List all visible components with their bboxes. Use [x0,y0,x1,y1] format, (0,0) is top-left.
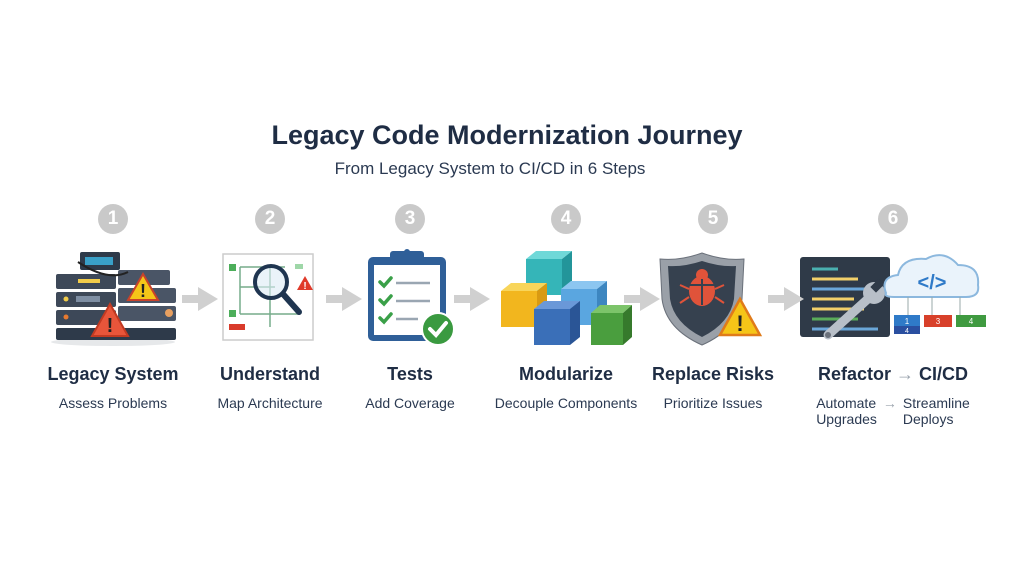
cubes-icon [476,244,656,354]
step-label: Replace Risks [651,364,775,384]
step-number: 1 [98,204,128,234]
arrow-right-icon [326,287,362,311]
step-sublabel: Prioritize Issues [663,395,763,411]
step-label: Tests [387,364,433,384]
arrow-right-icon [454,287,490,311]
svg-text:</>: </> [918,272,947,294]
clipboard-checklist-icon [320,244,500,354]
sublabel-upgrades: Upgrades [816,411,877,427]
arrow-icon: → [882,395,897,411]
step-replace-risks: 5 ! Replace Risks Prioritize Issues [623,204,803,411]
step-sublabel: Map Architecture [217,395,323,411]
step-label: Refactor → CI/CD [783,364,1003,385]
step-label: Understand [219,364,320,384]
arrow-right-icon [768,287,804,311]
svg-text:!: ! [303,281,306,292]
step-sublabel: Assess Problems [58,395,168,411]
page-title: Legacy Code Modernization Journey [271,120,743,150]
code-wrench-cloud-icon: </> 1 4 3 4 [783,244,1003,354]
pipeline-badge: 3 [936,317,941,326]
step-number: 3 [395,204,425,234]
step-legacy-system: 1 ! ! Legacy System Assess Problems [23,204,203,411]
svg-text:!: ! [107,315,114,337]
step-label: Modularize [518,364,613,384]
label-refactor: Refactor [817,364,891,384]
step-understand: 2 ! Understand Map Architecture [180,204,360,411]
step-number: 6 [878,204,908,234]
page-subtitle: From Legacy System to CI/CD in 6 Steps [334,159,646,178]
step-modularize: 4 Modularize Decouple Components [476,204,656,411]
svg-text:!: ! [736,311,743,336]
step-sublabel: Decouple Components [494,395,638,411]
sublabel-streamline: Streamline [902,395,970,411]
step-sublabel: Add Coverage [365,395,455,411]
label-cicd: CI/CD [919,364,969,384]
step-label: Legacy System [47,364,179,384]
step-tests: 3 Tests Add Coverage [320,204,500,411]
server-stack-warning-icon: ! ! [23,244,203,354]
pipeline-badge: 4 [905,328,909,335]
arrow-icon: → [896,364,915,384]
sublabel-automate: Automate [816,395,877,411]
arrow-right-icon [624,287,660,311]
step-number: 2 [255,204,285,234]
architecture-magnifier-icon: ! [180,244,360,354]
step-number: 4 [551,204,581,234]
shield-bug-icon: ! [623,244,803,354]
step-number: 5 [698,204,728,234]
pipeline-badge: 1 [905,317,910,326]
sublabel-deploys: Deploys [902,411,954,427]
arrow-right-icon [182,287,218,311]
svg-text:!: ! [140,281,146,301]
pipeline-badge: 4 [969,317,974,326]
